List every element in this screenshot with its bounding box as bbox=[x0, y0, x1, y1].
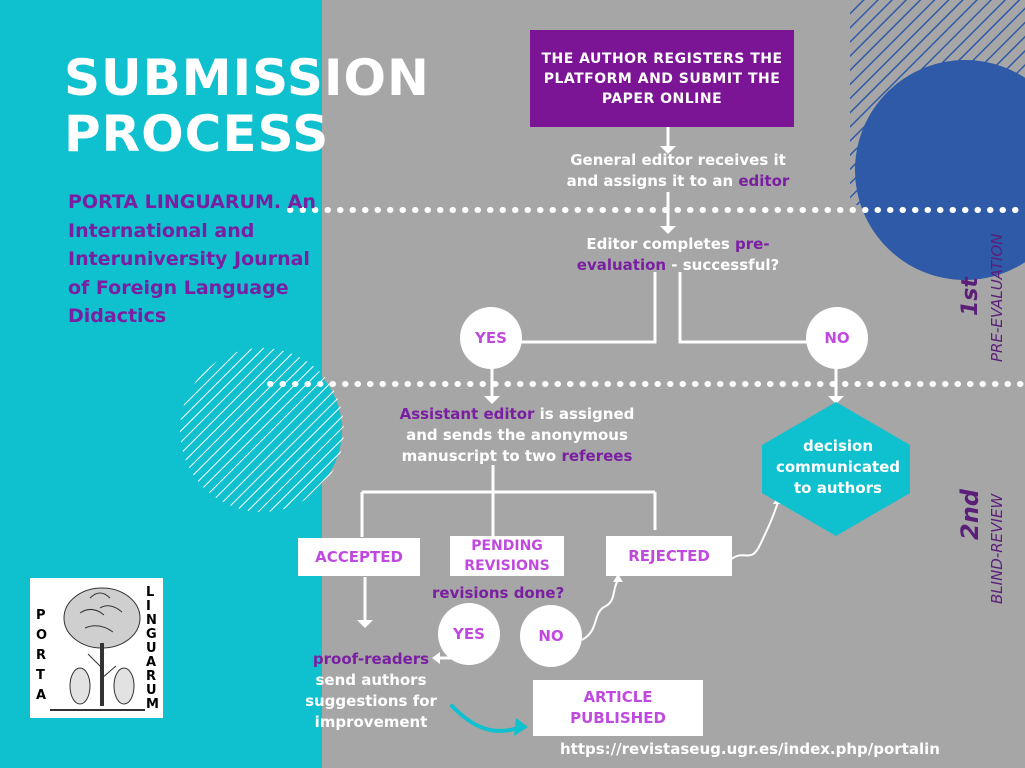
title-line-1: SUBMISSION bbox=[64, 49, 430, 107]
general-editor-step: General editor receives it and assigns i… bbox=[548, 150, 808, 192]
stage-2-name: BLIND-REVIEW bbox=[988, 493, 1006, 604]
pre-eval-line2b: - successful? bbox=[666, 256, 780, 274]
decision-hexagon bbox=[762, 402, 910, 536]
white-hatch-circle bbox=[180, 348, 344, 512]
assistant-line3b: referees bbox=[561, 447, 633, 465]
pre-eval-line1a: Editor completes bbox=[586, 235, 736, 253]
no-circle-2: NO bbox=[520, 605, 582, 667]
no-circle-1: NO bbox=[806, 307, 868, 369]
assistant-line1b: is assigned bbox=[534, 405, 635, 423]
pending-line1: PENDING bbox=[471, 538, 543, 554]
general-editor-line2b: editor bbox=[738, 172, 790, 190]
pending-line2: REVISIONS bbox=[464, 558, 550, 574]
published-line1: ARTICLE bbox=[583, 688, 653, 706]
assistant-line2: and sends the anonymous bbox=[406, 426, 628, 444]
rejected-box: REJECTED bbox=[606, 536, 732, 576]
assistant-line1a: Assistant editor bbox=[399, 405, 535, 423]
proof-line4: improvement bbox=[314, 713, 428, 731]
yes-circle-1: YES bbox=[460, 307, 522, 369]
general-editor-line2a: and assigns it to an bbox=[566, 172, 739, 190]
assistant-line3a: manuscript to two bbox=[401, 447, 562, 465]
proof-line3: suggestions for bbox=[305, 692, 437, 710]
porta-linguarum-logo: PORTA LINGUARUM bbox=[30, 578, 163, 718]
published-line2: PUBLISHED bbox=[570, 709, 666, 727]
stage-2-number: 2nd bbox=[956, 489, 984, 540]
revisions-done-text: revisions done? bbox=[432, 584, 565, 602]
general-editor-line1: General editor receives it bbox=[570, 151, 786, 169]
logo-left-text: PORTA bbox=[36, 608, 48, 703]
article-published-box: ARTICLE PUBLISHED bbox=[533, 680, 703, 736]
pending-revisions-box: PENDING REVISIONS bbox=[450, 536, 564, 576]
start-step-box: THE AUTHOR REGISTERS THE PLATFORM AND SU… bbox=[530, 30, 794, 127]
yes-circle-2: YES bbox=[438, 603, 500, 665]
proof-readers-step: proof-readers send authors suggestions f… bbox=[296, 649, 446, 733]
pre-evaluation-step: Editor completes pre- evaluation - succe… bbox=[548, 234, 808, 276]
stage-1-number: 1st bbox=[958, 277, 983, 316]
journal-url[interactable]: https://revistaseug.ugr.es/index.php/por… bbox=[560, 740, 940, 758]
page-title: SUBMISSION PROCESS bbox=[64, 50, 430, 162]
assistant-editor-step: Assistant editor is assigned and sends t… bbox=[372, 404, 662, 467]
logo-right-text: LINGUARUM bbox=[146, 585, 159, 712]
stage-1-name: PRE-EVALUATION bbox=[988, 233, 1006, 362]
start-step-text: THE AUTHOR REGISTERS THE PLATFORM AND SU… bbox=[541, 50, 783, 107]
proof-line1: proof-readers bbox=[312, 650, 430, 668]
proof-line2: send authors bbox=[315, 671, 427, 689]
pre-eval-line2a: evaluation bbox=[576, 256, 667, 274]
logo-tree-icon bbox=[50, 587, 145, 711]
title-line-2: PROCESS bbox=[64, 105, 330, 163]
journal-name: PORTA LINGUARUM. An International and In… bbox=[68, 191, 316, 327]
decision-text: decision communicated to authors bbox=[775, 437, 901, 497]
accepted-box: ACCEPTED bbox=[298, 538, 420, 576]
hatch-decor bbox=[850, 0, 1025, 205]
pre-eval-line1b: pre- bbox=[735, 235, 770, 253]
